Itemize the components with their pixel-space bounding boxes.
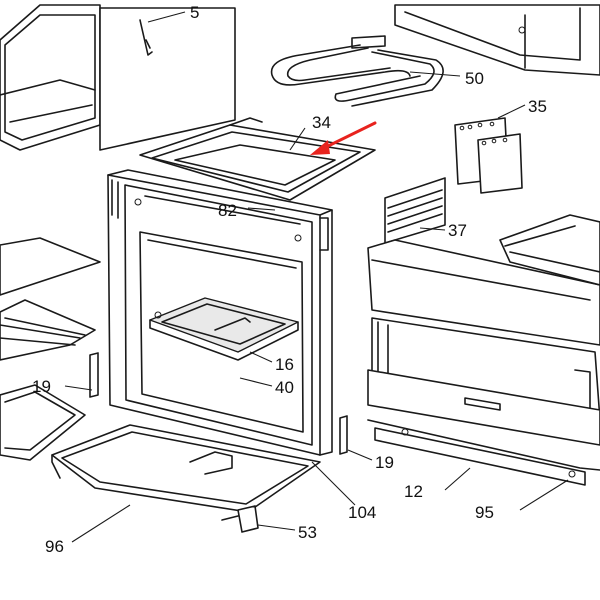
- inner-drip-pan: [149, 297, 299, 361]
- callout-82: 82: [218, 201, 237, 220]
- side-grill-rack: [384, 177, 446, 244]
- small-bracket: [221, 505, 259, 533]
- callout-37: 37: [448, 221, 467, 240]
- side-clip-left: [89, 352, 99, 398]
- highlight-arrow: [310, 121, 377, 155]
- upper-cabinet-part: [0, 4, 236, 151]
- side-clip-right: [339, 415, 348, 455]
- callout-16: 16: [275, 355, 294, 374]
- callout-labels: 5 50 35 34 82 37 16 40 19 19 12 104 95 5…: [32, 3, 547, 556]
- callout-50: 50: [465, 69, 484, 88]
- grill-heating-element: [270, 35, 444, 107]
- side-cabinet-part: [394, 4, 600, 76]
- callout-12: 12: [404, 482, 423, 501]
- callout-40: 40: [275, 378, 294, 397]
- right-oven-tray: [499, 214, 600, 286]
- callout-35: 35: [528, 97, 547, 116]
- shield-plates: [454, 117, 523, 194]
- callout-34: 34: [312, 113, 331, 132]
- baking-tray: [0, 384, 86, 461]
- leader-lines: [64, 11, 569, 543]
- bottom-base-plate: [51, 424, 321, 513]
- callout-19-right: 19: [375, 453, 394, 472]
- wire-shelf: [0, 237, 101, 361]
- top-cover-tray: [139, 117, 376, 201]
- callout-95: 95: [475, 503, 494, 522]
- callout-5: 5: [190, 3, 199, 22]
- callout-19-left: 19: [32, 377, 51, 396]
- callout-53: 53: [298, 523, 317, 542]
- callout-104: 104: [348, 503, 376, 522]
- storage-drawer: [367, 239, 600, 486]
- callout-96: 96: [45, 537, 64, 556]
